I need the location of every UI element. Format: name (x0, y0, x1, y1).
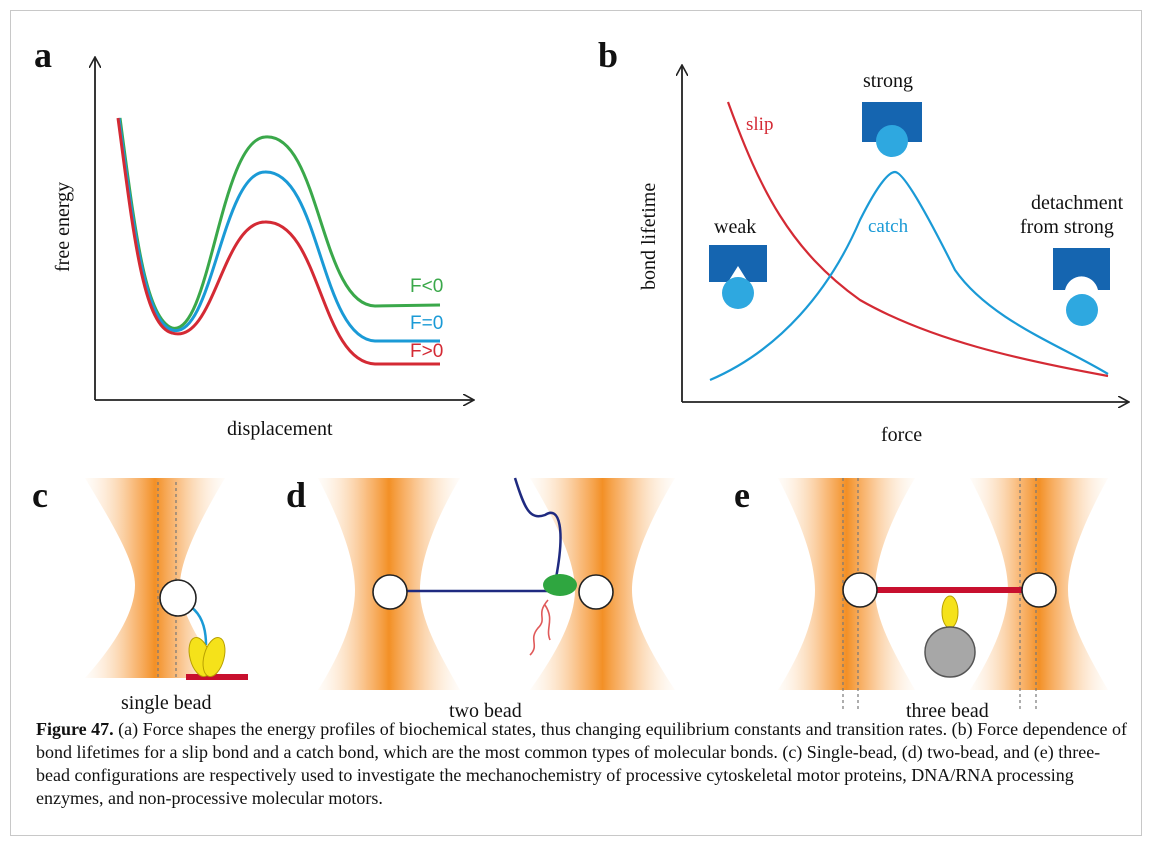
two-bead-label: two bead (449, 700, 522, 722)
single-bead-label: single bead (121, 692, 212, 714)
label-f-zero: F=0 (410, 313, 444, 334)
slip-label: slip (746, 114, 774, 135)
curve-f-positive (116, 117, 440, 366)
caption-text: (a) Force shapes the energy profiles of … (36, 719, 1128, 808)
weak-clamp-icon (709, 245, 767, 309)
detachment-label-line2: from strong (1020, 216, 1114, 238)
caption-figure-number: Figure 47. (36, 719, 114, 739)
panel-letter-d: d (286, 475, 307, 515)
panel-letter-a: a (34, 35, 52, 75)
catch-label: catch (868, 216, 909, 237)
label-f-negative: F<0 (410, 276, 444, 297)
three-bead-traps (778, 478, 1108, 710)
panel-letter-c: c (32, 475, 48, 515)
panel-a-axes (95, 58, 473, 400)
strong-clamp-icon (862, 102, 922, 157)
panel-letter-e: e (734, 475, 750, 515)
single-bead-trap (85, 478, 248, 680)
detachment-label-line1: detachment (1031, 192, 1124, 214)
curve-f-zero (117, 117, 440, 343)
catch-curve (709, 170, 1109, 382)
figure-frame (10, 10, 1142, 836)
strong-label: strong (863, 70, 913, 92)
label-f-positive: F>0 (410, 341, 444, 362)
panel-b-ylabel: bond lifetime (638, 182, 660, 290)
panel-b-xlabel: force (881, 424, 923, 446)
panel-a-xlabel: displacement (227, 418, 333, 440)
two-bead-traps (318, 477, 675, 690)
figure-caption: Figure 47. (a) Force shapes the energy p… (36, 718, 1131, 810)
three-bead-label: three bead (906, 700, 989, 722)
slip-curve (726, 101, 1109, 378)
curve-f-negative (118, 117, 441, 330)
weak-label: weak (714, 216, 757, 238)
panel-a-ylabel: free energy (52, 181, 74, 272)
detached-clamp-icon (1053, 248, 1110, 326)
panel-letter-b: b (598, 35, 619, 75)
panel-b-axes (682, 66, 1128, 402)
